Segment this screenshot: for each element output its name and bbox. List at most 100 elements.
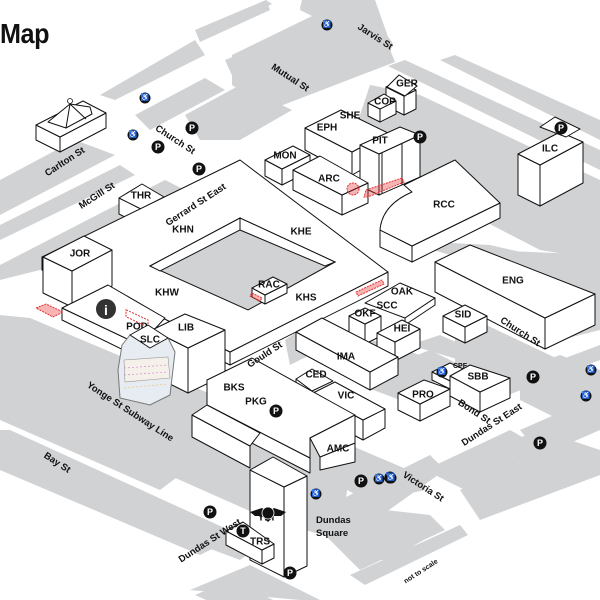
label-TRS: TRS [250, 537, 270, 548]
parking-icon[interactable]: P [413, 130, 427, 144]
label-THR: THR [131, 191, 152, 202]
accessible-zones [34, 177, 405, 318]
building-OAK-SCC[interactable]: OAK SCC [364, 282, 436, 326]
block [100, 40, 205, 100]
svg-text:♿: ♿ [129, 130, 138, 139]
accessibility-icon[interactable]: ♿ [321, 19, 333, 31]
label-CPF: CPF [453, 363, 468, 370]
block [135, 78, 225, 130]
block [350, 525, 468, 585]
block [232, 0, 395, 110]
building-RCC[interactable]: RCC [379, 159, 501, 263]
building-COP[interactable]: COP [367, 93, 397, 123]
svg-text:P: P [196, 164, 202, 174]
label-GER: GER [396, 79, 418, 90]
parking-icon[interactable]: P [192, 162, 206, 176]
block [0, 430, 240, 555]
parking-icon[interactable]: P [533, 436, 547, 450]
block [425, 430, 545, 490]
svg-text:P: P [207, 507, 213, 517]
accessible-zone [363, 177, 405, 198]
building-JOR[interactable]: JOR [42, 235, 113, 308]
building-ENG[interactable]: ENG [434, 244, 596, 350]
svg-text:♿: ♿ [323, 20, 332, 29]
label-KHS: KHS [295, 293, 316, 304]
block [310, 505, 440, 560]
svg-text:T: T [240, 526, 246, 536]
block [460, 440, 600, 520]
svg-text:P: P [273, 406, 279, 416]
accessibility-icon[interactable]: ♿ [373, 473, 385, 485]
accessible-zone [34, 303, 65, 318]
accessibility-icon[interactable]: ♿ [139, 92, 151, 104]
building-ARC[interactable]: ARC [292, 155, 369, 216]
label-BKS: BKS [223, 383, 244, 394]
accessibility-icon[interactable]: ♿ [585, 364, 597, 376]
label-OAK: OAK [391, 287, 414, 298]
parking-icon[interactable]: P [185, 121, 199, 135]
label-AMC: AMC [327, 444, 350, 455]
block [185, 85, 292, 140]
transit-stop-icon[interactable]: T [236, 524, 250, 538]
label-LIB: LIB [178, 323, 194, 334]
svg-text:P: P [417, 132, 423, 142]
accessibility-icon[interactable]: ♿ [436, 366, 448, 378]
label-SHE: SHE [340, 111, 361, 122]
block [0, 165, 135, 240]
building-carlton-historic[interactable] [35, 98, 107, 153]
building-PRO[interactable]: PRO [397, 379, 451, 422]
info-icon[interactable]: i [96, 299, 116, 319]
buildings: GER COP SHE EPH PIT [35, 74, 596, 578]
accessibility-icon[interactable]: ♿ [385, 472, 397, 484]
label-PIT: PIT [372, 136, 388, 147]
parking-icon[interactable]: P [151, 140, 165, 154]
label-SLC: SLC [140, 335, 160, 346]
label-MON: MON [273, 151, 296, 162]
label-KHW: KHW [155, 288, 179, 299]
parking-icon[interactable]: P [269, 404, 283, 418]
parking-icon[interactable]: P [526, 370, 540, 384]
label-RCC: RCC [433, 200, 455, 211]
ttc-subway-icon[interactable] [250, 506, 286, 522]
svg-text:i: i [104, 302, 108, 318]
svg-text:P: P [537, 438, 543, 448]
label-IMA: IMA [337, 352, 355, 363]
block [0, 140, 115, 215]
svg-text:P: P [530, 372, 536, 382]
label-EPH: EPH [317, 123, 338, 134]
label-VIC: VIC [338, 391, 355, 402]
building-SID[interactable]: SID [442, 304, 488, 344]
label-POD: POD [126, 322, 148, 333]
svg-text:♿: ♿ [375, 474, 384, 483]
dundas-square-label-line2: Square [316, 528, 348, 539]
building-PIT[interactable]: PIT [359, 126, 421, 196]
accessibility-icon[interactable]: ♿ [580, 390, 592, 402]
label-SCC: SCC [376, 301, 397, 312]
building-ILC[interactable]: ILC [517, 116, 584, 207]
building-IMA[interactable]: IMA [295, 317, 399, 391]
parking-icon[interactable]: P [203, 505, 217, 519]
label-SID: SID [455, 310, 472, 321]
svg-text:P: P [287, 568, 293, 578]
accessible-zone [346, 182, 360, 196]
accessible-zone [249, 292, 263, 302]
block [520, 355, 600, 420]
building-SBB[interactable]: SBB [449, 364, 511, 413]
label-ILC: ILC [542, 144, 558, 155]
svg-text:♿: ♿ [387, 473, 396, 482]
building-AMC[interactable]: AMC [309, 414, 356, 471]
block [190, 565, 320, 600]
label-PRO: PRO [412, 390, 434, 401]
svg-text:P: P [155, 142, 161, 152]
label-JOR: JOR [70, 249, 91, 260]
accessibility-icon[interactable]: ♿ [310, 488, 322, 500]
accessibility-icon[interactable]: ♿ [127, 129, 139, 141]
building-SLC[interactable]: SLC [117, 324, 176, 406]
block [440, 55, 600, 140]
parking-icon[interactable]: P [554, 121, 568, 135]
label-OKF: OKF [354, 309, 375, 320]
label-ENG: ENG [502, 276, 524, 287]
parking-icon[interactable]: P [283, 566, 297, 580]
parking-icon[interactable]: P [354, 474, 368, 488]
label-COP: COP [374, 97, 396, 108]
